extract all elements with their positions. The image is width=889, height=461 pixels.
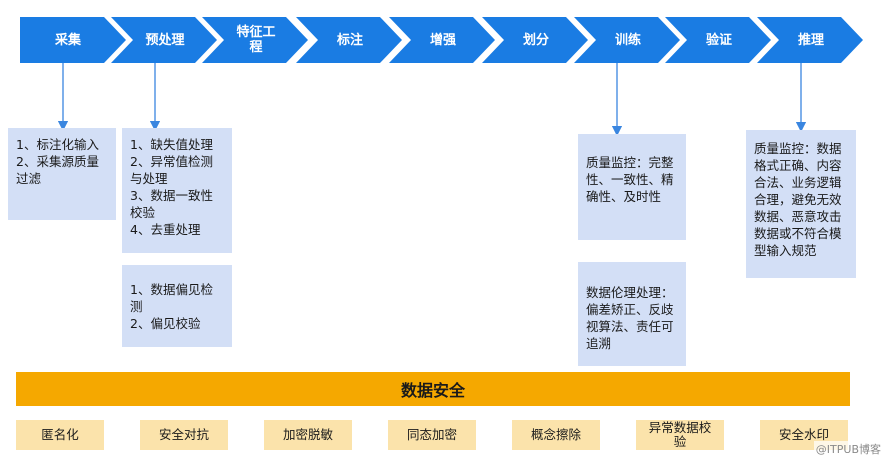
stage-label: 特征工 程 [236,25,276,55]
stage-label: 预处理 [145,32,185,48]
stage-split: 划分 [482,17,588,63]
tag-label: 异常数据校验 [648,420,712,449]
stage-preprocess: 预处理 [111,17,217,63]
bias-detail-box: 1、数据偏见检测 2、偏见校验 [122,265,232,347]
stage-label: 训练 [614,32,641,48]
stage-label: 验证 [705,32,732,48]
stage-collect: 采集 [20,17,126,63]
tag-label: 加密脱敏 [282,427,333,442]
collect-detail-box: 1、标注化输入 2、采集源质量过滤 [8,128,116,220]
tag-label: 概念擦除 [530,427,581,442]
tag-label: 安全水印 [778,427,829,442]
stage-label: 划分 [522,32,549,48]
tag-homomorphic-encryption: 同态加密 [388,420,476,450]
stage-feature-engineering: 特征工 程 [202,17,308,63]
stage-augmentation: 增强 [389,17,495,63]
training-quality-box: 质量监控：完整性、一致性、精确性、及时性 [578,134,686,240]
stage-label: 推理 [797,32,824,48]
stage-label: 标注 [336,32,363,48]
site-watermark: @ITPUB博客 [813,441,883,457]
tag-anonymization: 匿名化 [16,420,104,450]
stage-validation: 验证 [665,17,771,63]
tag-security-watermark: 安全水印 [760,420,848,450]
tag-label: 同态加密 [406,427,457,442]
training-ethics-box: 数据伦理处理：偏差矫正、反歧视算法、责任可追溯 [578,262,686,366]
tag-adversarial-security: 安全对抗 [140,420,228,450]
tag-anomaly-validation: 异常数据校验 [636,420,724,450]
stage-label: 增强 [429,32,456,48]
tag-label: 安全对抗 [158,427,209,442]
data-security-title: 数据安全 [400,381,465,400]
tag-concept-erasure: 概念擦除 [512,420,600,450]
tag-label: 匿名化 [41,427,79,442]
stage-annotation: 标注 [296,17,402,63]
stage-label: 采集 [54,32,81,48]
stage-inference: 推理 [757,17,863,63]
stage-training: 训练 [574,17,680,63]
data-security-banner: 数据安全 [16,372,850,406]
preprocess-detail-box: 1、缺失值处理 2、异常值检测与处理 3、数据一致性校验 4、去重处理 [122,128,232,253]
inference-quality-box: 质量监控：数据格式正确、内容合法、业务逻辑合理，避免无效数据、恶意攻击数据或不符… [746,130,856,278]
tag-encryption-masking: 加密脱敏 [264,420,352,450]
